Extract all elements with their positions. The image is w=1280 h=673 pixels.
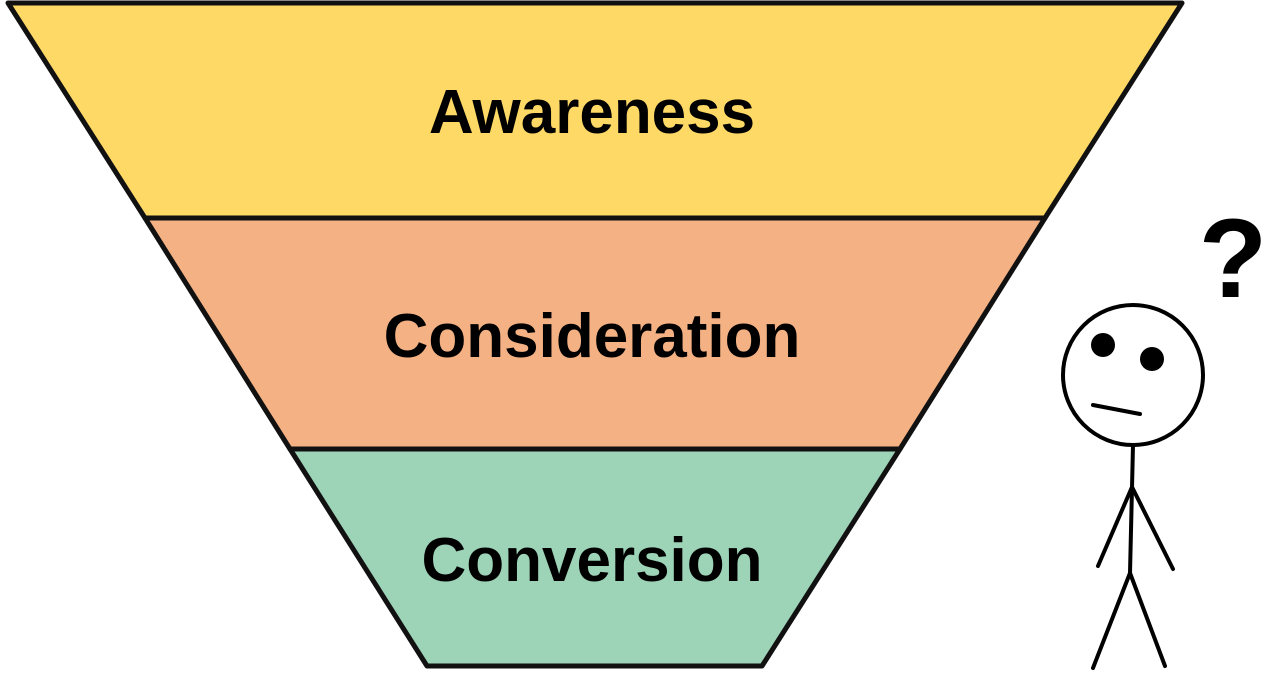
- stick-figure: [1061, 303, 1205, 670]
- stick-figure-head: [1061, 303, 1205, 447]
- stick-figure-left-leg: [1091, 571, 1132, 670]
- stick-figure-left-eye: [1091, 333, 1115, 357]
- stick-figure-left-arm: [1096, 485, 1134, 568]
- consideration-label: Consideration: [384, 302, 801, 371]
- stick-figure-right-leg: [1128, 571, 1167, 668]
- stick-figure-right-eye: [1140, 347, 1164, 371]
- awareness-label: Awareness: [429, 78, 755, 147]
- funnel-stage-conversion: [287, 446, 903, 669]
- stick-figure-right-arm: [1130, 485, 1175, 571]
- question-mark: ?: [1199, 196, 1267, 321]
- funnel: Awareness Consideration Conversion: [5, 0, 1185, 669]
- conversion-label: Conversion: [421, 526, 762, 595]
- stick-figure-mouth: [1091, 403, 1142, 416]
- stick-figure-torso: [1128, 443, 1135, 575]
